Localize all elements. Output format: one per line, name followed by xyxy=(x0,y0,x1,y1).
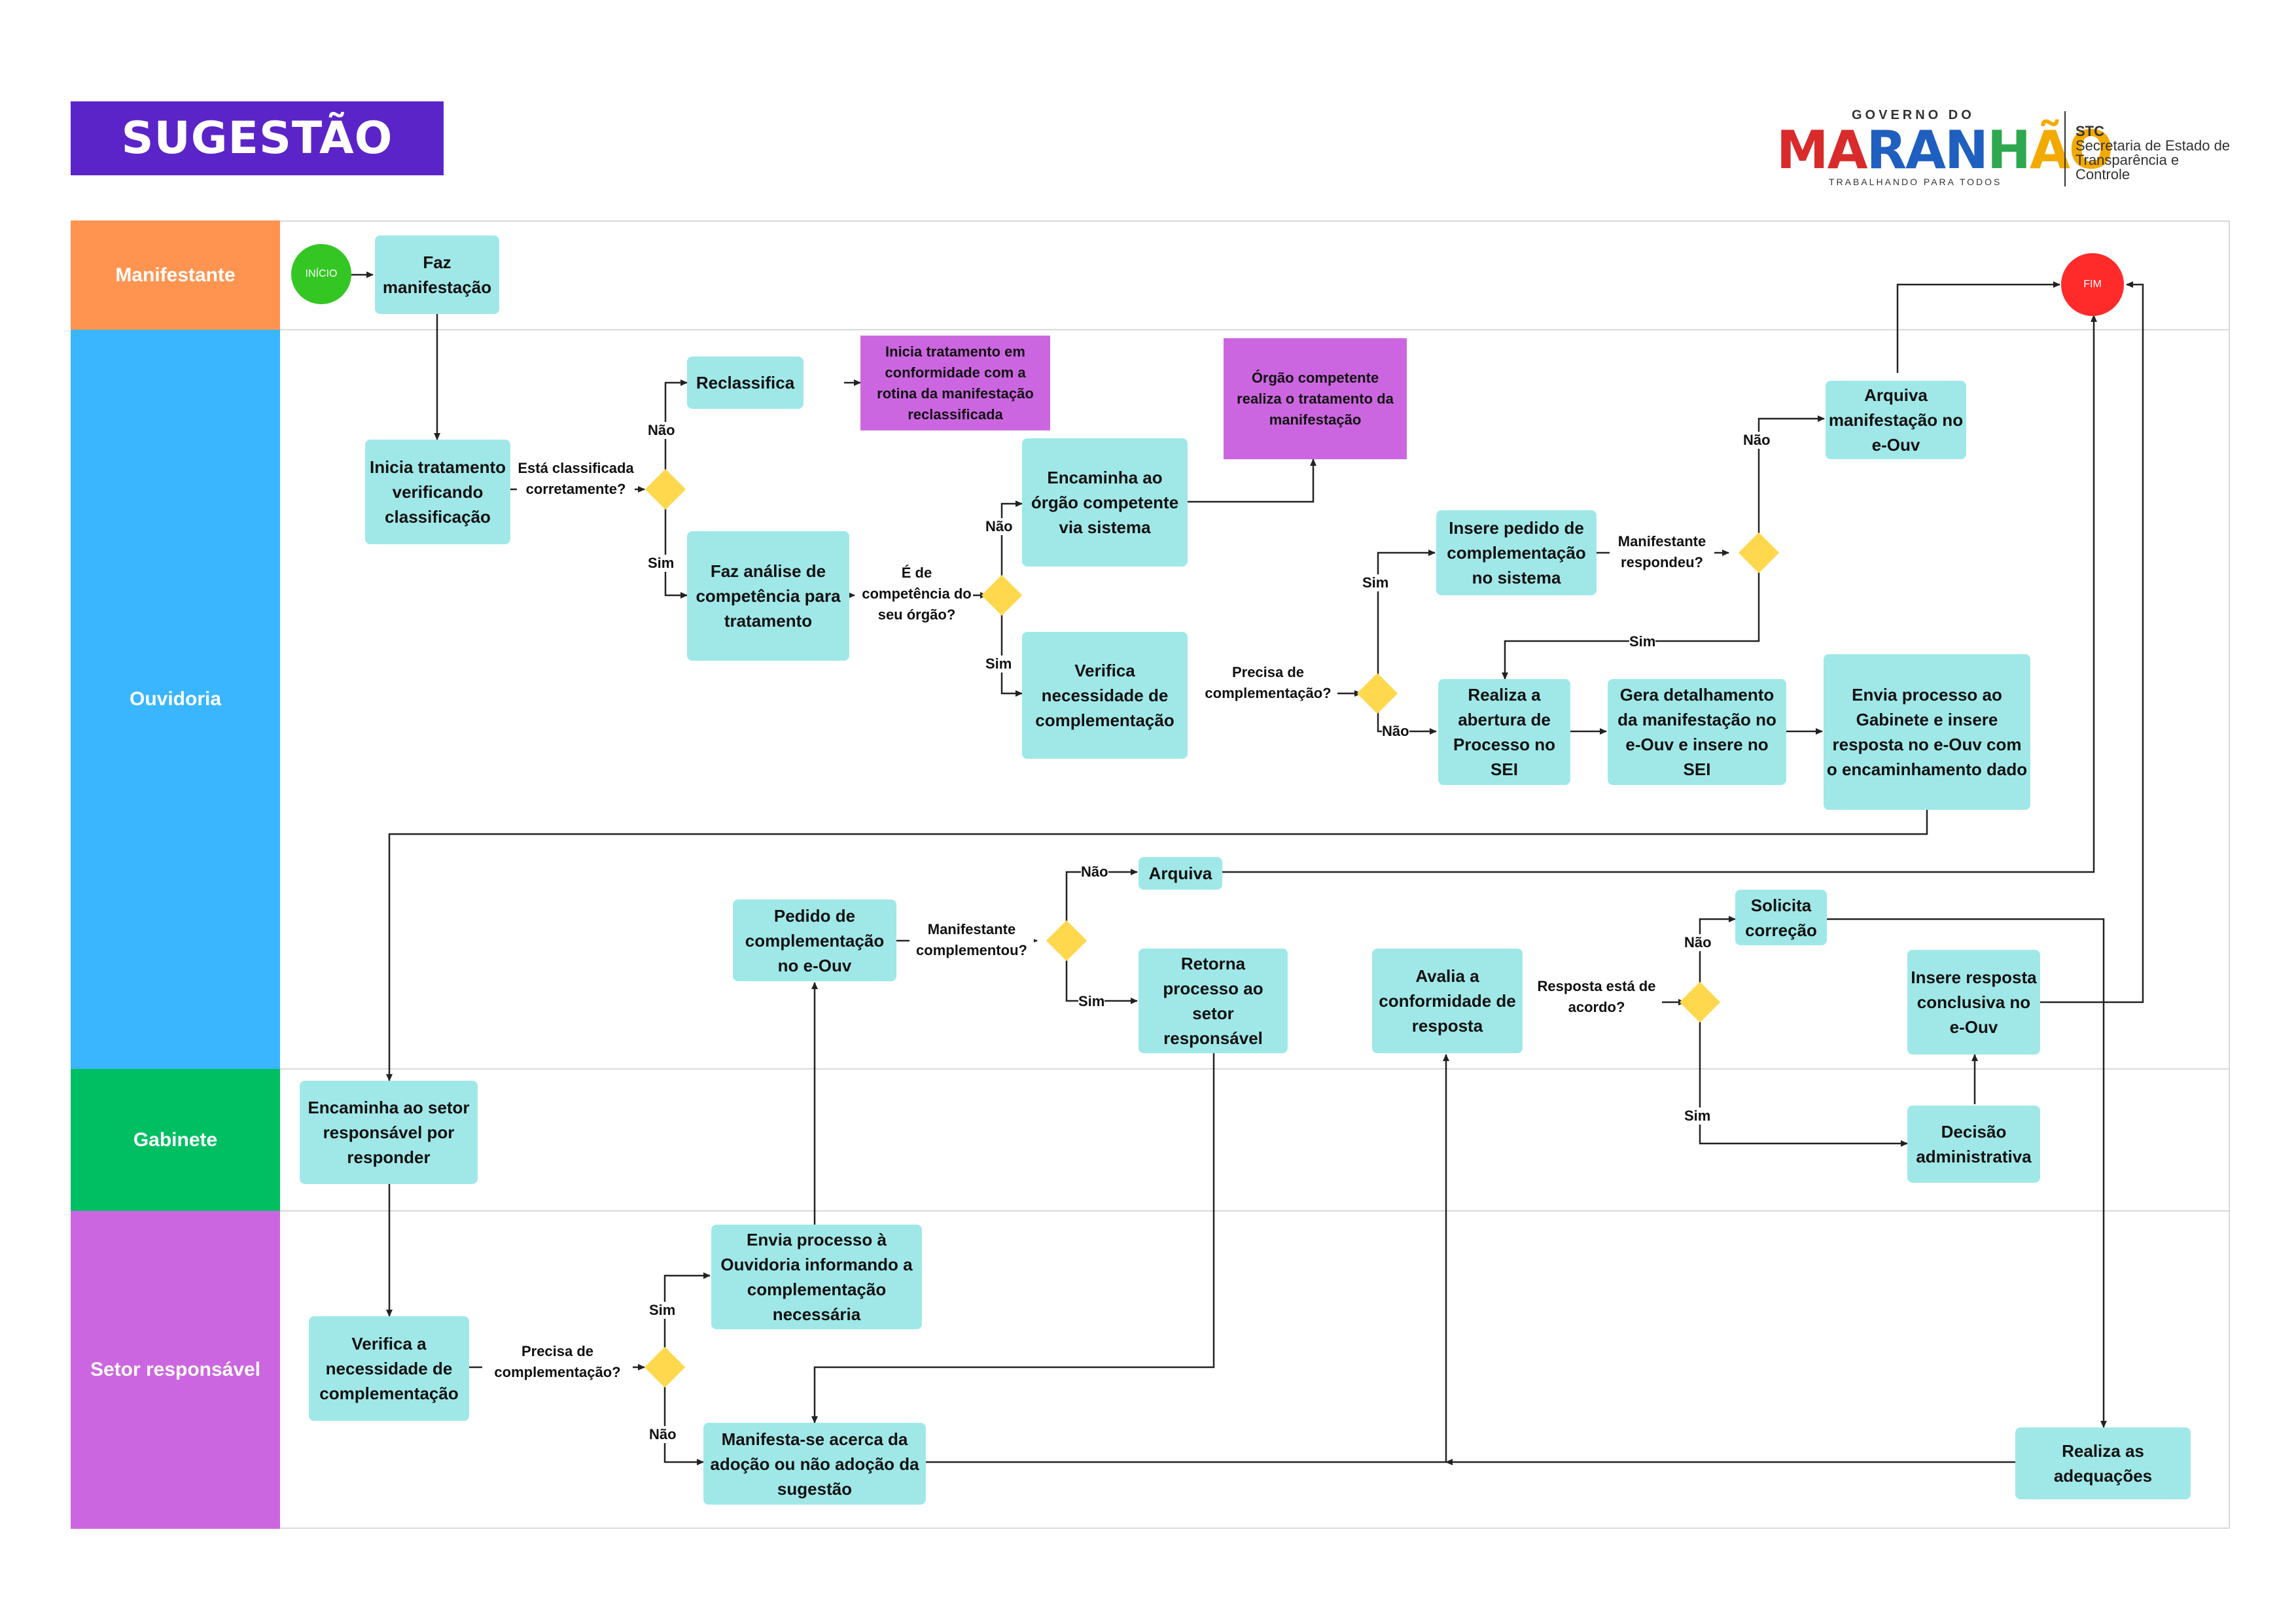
task-pedido-complementacao: Pedido de complementação no e-Ouv xyxy=(733,899,896,981)
logo-secretaria-line2: Transparência e Controle xyxy=(2075,152,2180,183)
governo-maranhao-logo: GOVERNO DO MARANHÃO TRABALHANDO PARA TOD… xyxy=(1776,108,2234,193)
branch-label-sim: Sim xyxy=(1078,993,1105,1010)
branch-label-nao: Não xyxy=(1684,934,1712,951)
question-e-de-competencia: É de competência do seu órgão? xyxy=(860,563,973,625)
task-faz-manifestacao: Faz manifestação xyxy=(375,236,499,314)
lane-divider xyxy=(280,1210,2230,1212)
branch-label-nao: Não xyxy=(649,1426,677,1443)
branch-label-sim: Sim xyxy=(1362,574,1389,591)
task-verifica-necessidade-setor: Verifica a necessidade de complementação xyxy=(309,1316,469,1421)
task-arquiva-manifestacao: Arquiva manifestação no e-Ouv xyxy=(1826,381,1966,459)
question-precisa-complementacao-ouvidoria: Precisa de complementação? xyxy=(1199,662,1337,704)
logo-stc-block: STC Secretaria de Estado de Transparênci… xyxy=(2075,124,2234,182)
task-manifesta-se: Manifesta-se acerca da adoção ou não ado… xyxy=(703,1423,926,1505)
task-verifica-necessidade-ouvidoria: Verifica necessidade de complementação xyxy=(1022,632,1188,759)
task-gera-detalhamento: Gera detalhamento da manifestação no e-O… xyxy=(1608,679,1786,785)
end-event: FIM xyxy=(2061,253,2124,316)
task-encaminha-setor: Encaminha ao setor responsável por respo… xyxy=(300,1081,478,1184)
question-esta-classificada: Está classificada corretamente? xyxy=(517,458,635,500)
start-event: INÍCIO xyxy=(291,244,351,304)
branch-label-sim: Sim xyxy=(649,1302,676,1319)
task-realiza-adequacoes: Realiza as adequações xyxy=(2015,1427,2191,1499)
branch-label-sim: Sim xyxy=(648,555,675,572)
task-retorna-processo: Retorna processo ao setor responsável xyxy=(1139,949,1288,1053)
task-envia-processo-ouvidoria: Envia processo à Ouvidoria informando a … xyxy=(711,1225,922,1329)
logo-maranhao-text: MARANHÃO xyxy=(1776,120,2113,181)
question-precisa-complementacao-setor: Precisa de complementação? xyxy=(482,1341,633,1383)
task-reclassifica: Reclassifica xyxy=(687,357,804,409)
note-orgao-competente: Órgão competente realiza o tratamento da… xyxy=(1224,338,1407,459)
question-manifestante-respondeu: Manifestante respondeu? xyxy=(1610,531,1714,573)
branch-label-sim: Sim xyxy=(1684,1108,1711,1125)
note-inicia-tratamento-reclassificada: Inicia tratamento em conformidade com a … xyxy=(860,336,1050,430)
branch-label-nao: Não xyxy=(1382,723,1409,740)
task-realiza-abertura-processo: Realiza a abertura de Processo no SEI xyxy=(1438,679,1570,785)
logo-stc: STC xyxy=(2075,123,2104,139)
task-avalia-conformidade: Avalia a conformidade de resposta xyxy=(1372,949,1523,1053)
branch-label-nao: Não xyxy=(1743,432,1771,449)
task-solicita-correcao: Solicita correção xyxy=(1735,890,1827,945)
branch-label-nao: Não xyxy=(1081,864,1108,881)
logo-governo-text: GOVERNO DO xyxy=(1852,108,1975,122)
logo-secretaria-line1: Secretaria de Estado de xyxy=(2075,137,2231,154)
task-insere-resposta-conclusiva: Insere resposta conclusiva no e-Ouv xyxy=(1907,950,2040,1055)
task-encaminha-orgao: Encaminha ao órgão competente via sistem… xyxy=(1022,438,1188,567)
question-manifestante-complementou: Manifestante complementou? xyxy=(910,919,1034,961)
lane-setor-responsavel: Setor responsável xyxy=(71,1211,280,1529)
question-resposta-de-acordo: Resposta está de acordo? xyxy=(1531,976,1662,1018)
task-arquiva: Arquiva xyxy=(1139,857,1222,890)
logo-slogan: TRABALHANDO PARA TODOS xyxy=(1829,177,2002,187)
lane-divider xyxy=(280,329,2230,330)
branch-label-sim: Sim xyxy=(985,655,1012,672)
page-title: SUGESTÃO xyxy=(71,101,444,175)
lane-gabinete: Gabinete xyxy=(71,1069,280,1211)
task-inicia-tratamento: Inicia tratamento verificando classifica… xyxy=(365,440,510,544)
lane-ouvidoria: Ouvidoria xyxy=(71,330,280,1069)
task-envia-processo-gabinete: Envia processo ao Gabinete e insere resp… xyxy=(1824,654,2030,810)
lane-manifestante: Manifestante xyxy=(71,220,280,330)
lane-divider xyxy=(280,1068,2230,1070)
branch-label-nao: Não xyxy=(985,518,1013,535)
task-decisao-administrativa: Decisão administrativa xyxy=(1907,1106,2040,1183)
branch-label-nao: Não xyxy=(648,422,675,439)
task-faz-analise: Faz análise de competência para tratamen… xyxy=(687,531,849,661)
logo-separator xyxy=(2064,111,2066,186)
branch-label-sim: Sim xyxy=(1629,633,1656,650)
task-insere-pedido: Insere pedido de complementação no siste… xyxy=(1436,510,1597,595)
